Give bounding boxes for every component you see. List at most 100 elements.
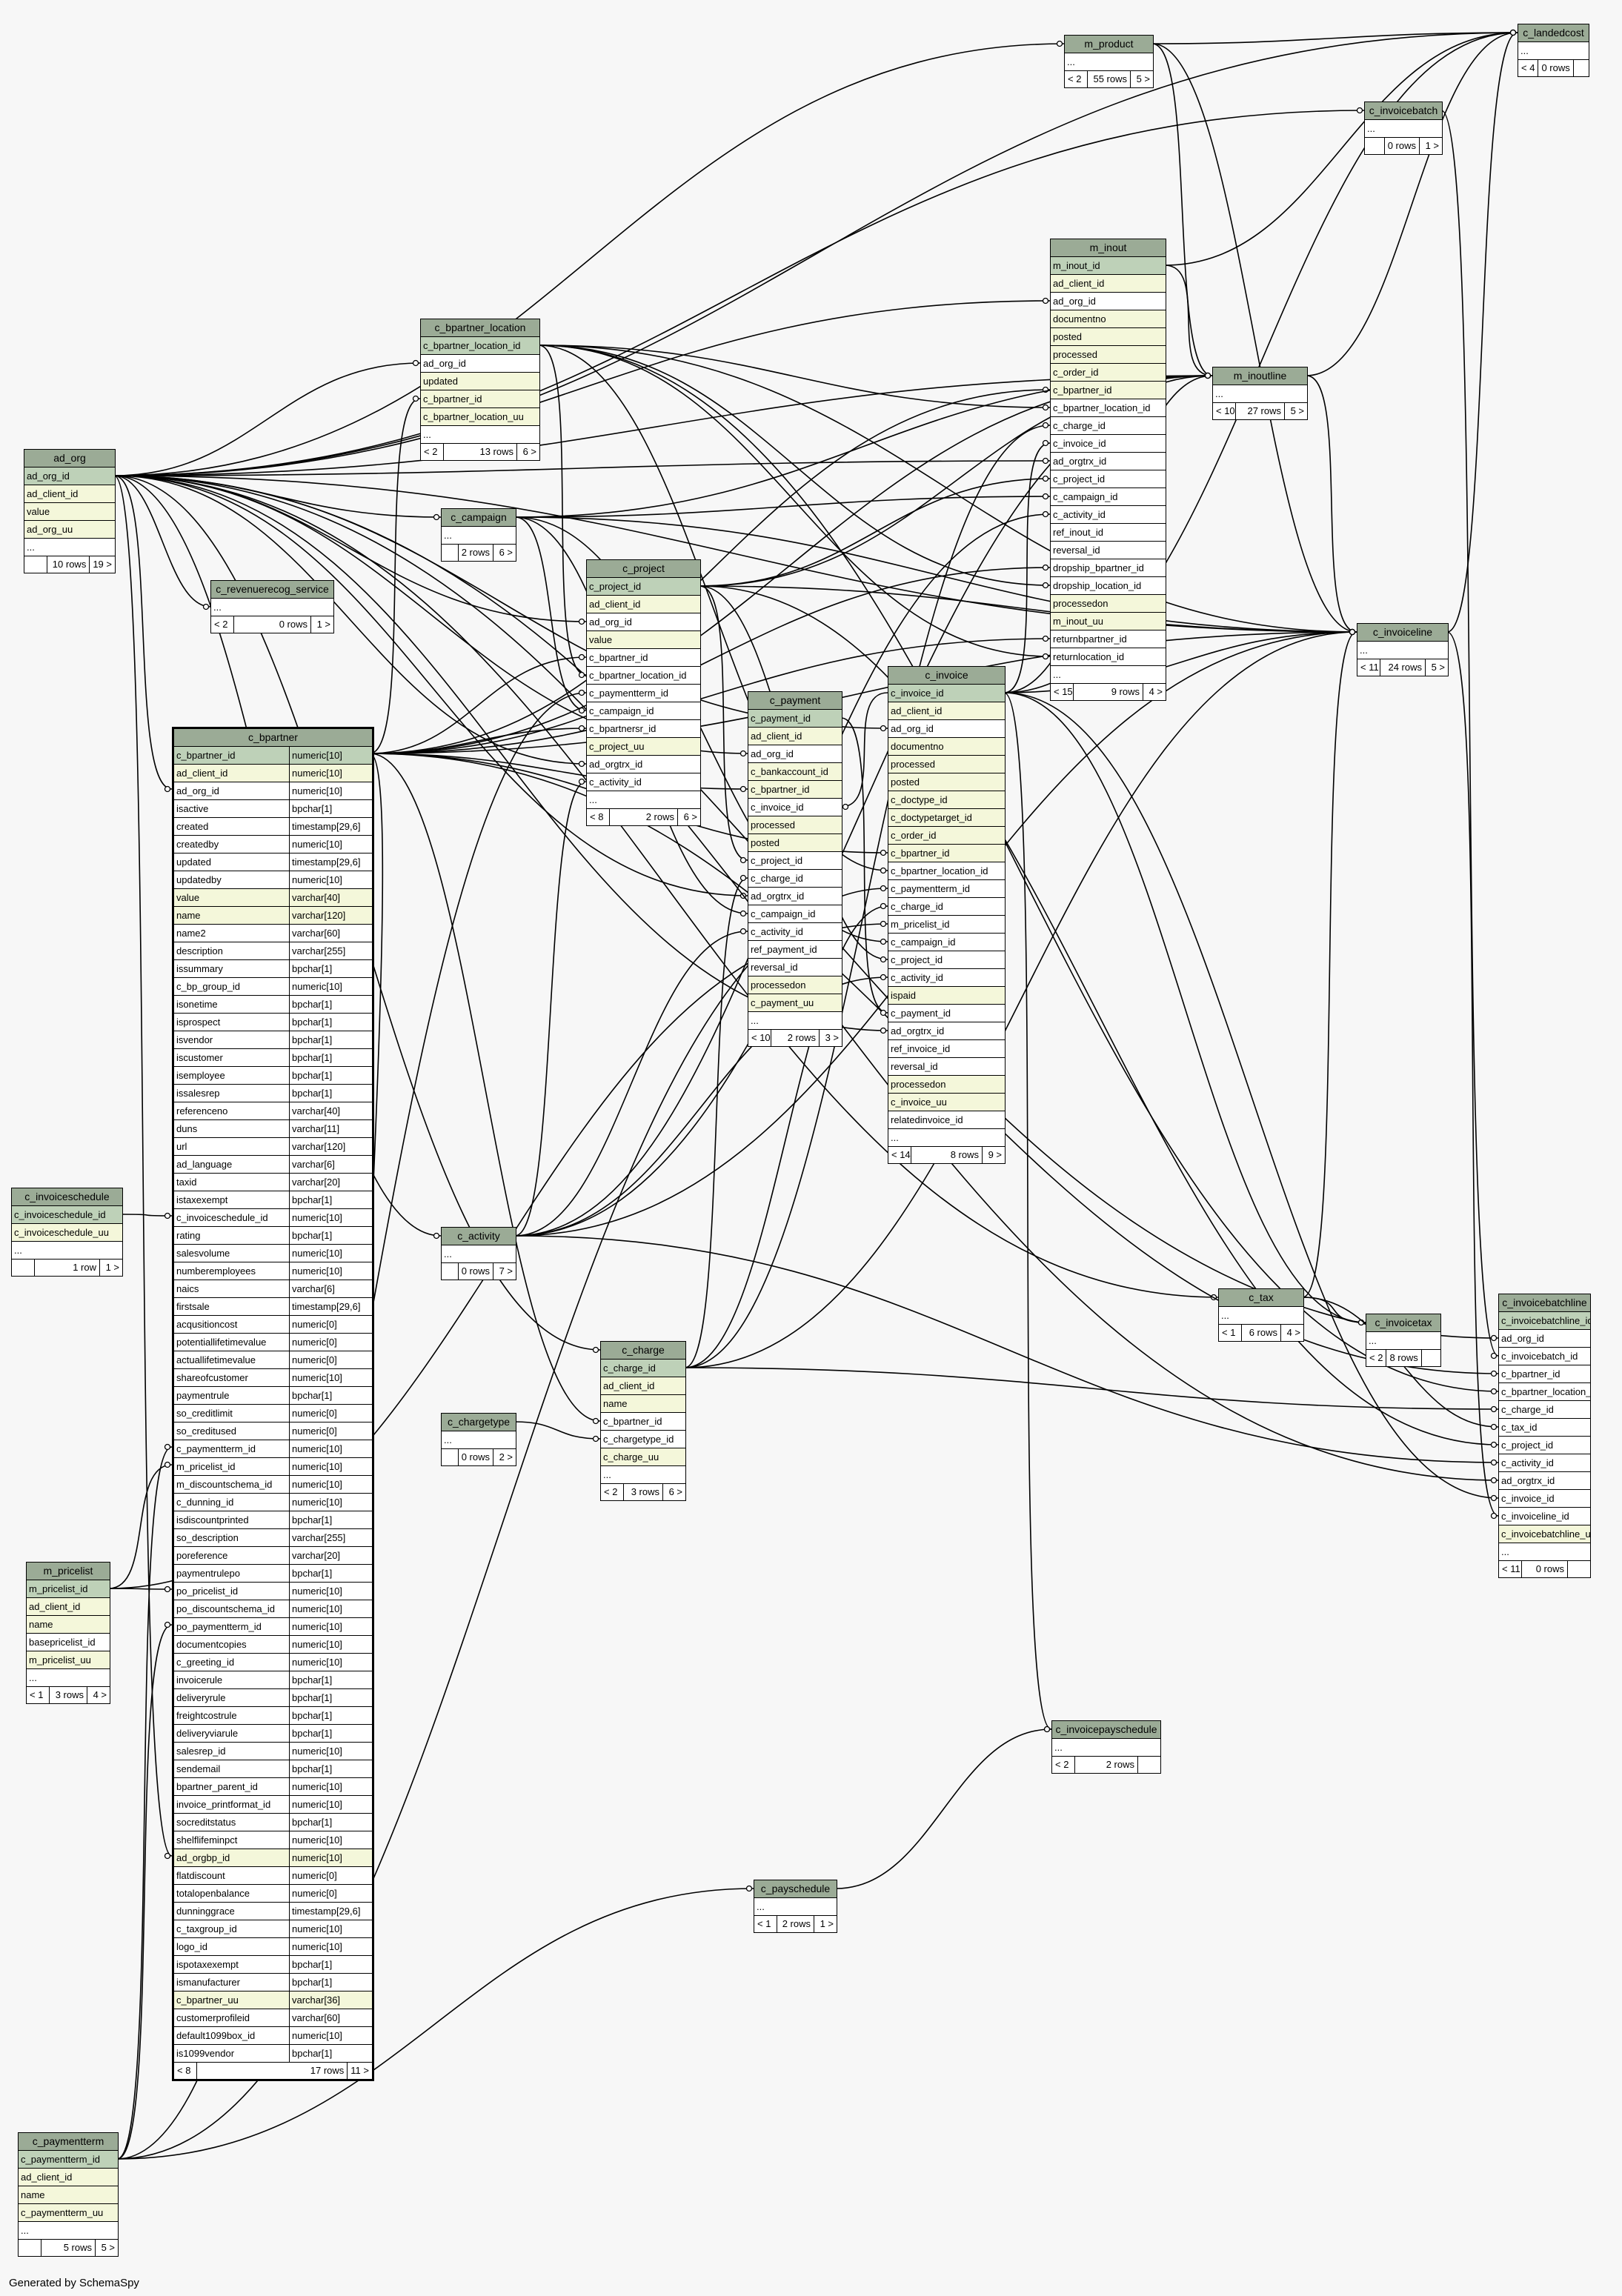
children-count[interactable]: 19 > — [93, 559, 112, 570]
children-count[interactable] — [1574, 60, 1596, 76]
parents-count[interactable]: < 1 — [1219, 1325, 1242, 1341]
parents-count[interactable]: < 15 — [1051, 684, 1074, 700]
row-count[interactable]: 2 rows — [610, 809, 678, 825]
parents-count[interactable] — [442, 545, 459, 561]
parents-count[interactable]: < 1 — [754, 1916, 777, 1932]
row-count[interactable]: 8 rows — [911, 1147, 983, 1163]
children-count[interactable]: 4 > — [1286, 1327, 1300, 1338]
row-count[interactable]: 3 rows — [50, 1687, 87, 1703]
row-count[interactable]: 17 rows — [197, 2063, 348, 2079]
row-count[interactable]: 8 rows — [1386, 1350, 1422, 1366]
parents-count[interactable]: < 2 — [601, 1484, 624, 1500]
parents-count[interactable]: < 2 — [421, 444, 444, 460]
children-count[interactable]: 7 > — [499, 1265, 513, 1277]
row-count[interactable]: 0 rows — [234, 616, 311, 633]
parents-count[interactable]: < 1 — [27, 1687, 50, 1703]
row-count[interactable]: 9 rows — [1074, 684, 1143, 700]
parents-count[interactable] — [12, 1260, 35, 1276]
row-count[interactable]: 27 rows — [1236, 403, 1285, 419]
parents-count[interactable]: < 11 — [1499, 1561, 1522, 1577]
row-count[interactable]: 0 rows — [459, 1263, 493, 1280]
row-count[interactable]: 0 rows — [1385, 138, 1420, 154]
children-count[interactable] — [1138, 1757, 1160, 1773]
children-count[interactable]: 1 > — [820, 1918, 834, 1929]
children-count[interactable] — [1568, 1561, 1590, 1577]
children-count[interactable]: 11 > — [350, 2065, 369, 2076]
children-count[interactable]: 4 > — [1149, 686, 1163, 697]
row-count[interactable]: 0 rows — [1522, 1561, 1568, 1577]
parents-count[interactable]: < 8 — [174, 2063, 197, 2079]
parents-count[interactable]: < 2 — [1052, 1757, 1075, 1773]
row-count[interactable]: 3 rows — [624, 1484, 663, 1500]
parents-count[interactable]: < 10 — [1213, 403, 1236, 419]
children-count[interactable]: 5 > — [1136, 73, 1150, 84]
children-count[interactable]: 1 > — [105, 1262, 119, 1273]
row-count[interactable]: 1 row — [35, 1260, 100, 1276]
row-count[interactable]: 0 rows — [459, 1449, 493, 1465]
children-count[interactable]: 2 > — [499, 1451, 513, 1463]
parents-count[interactable]: < 4 — [1518, 60, 1539, 76]
row-count[interactable]: 2 rows — [1075, 1757, 1138, 1773]
row-count[interactable]: 24 rows — [1380, 659, 1426, 676]
children-count[interactable]: 6 > — [522, 446, 536, 457]
children-count[interactable] — [1422, 1350, 1444, 1366]
row-count[interactable]: 5 rows — [41, 2240, 96, 2256]
parents-count[interactable]: < 8 — [587, 809, 610, 825]
children-count[interactable]: 9 > — [988, 1149, 1002, 1160]
parents-count[interactable] — [442, 1449, 459, 1465]
row-count[interactable]: 10 rows — [47, 556, 90, 573]
row-count[interactable]: 6 rows — [1242, 1325, 1281, 1341]
row-count[interactable]: 2 rows — [771, 1030, 820, 1046]
parents-count[interactable] — [24, 556, 47, 573]
row-count[interactable]: 2 rows — [777, 1916, 814, 1932]
parents-count[interactable]: < 2 — [1366, 1350, 1387, 1366]
children-count[interactable]: 4 > — [93, 1689, 107, 1700]
parents-count[interactable]: < 10 — [748, 1030, 771, 1046]
row-count[interactable]: 0 rows — [1538, 60, 1574, 76]
row-count[interactable]: 2 rows — [459, 545, 493, 561]
row-count[interactable]: 55 rows — [1088, 71, 1131, 87]
parents-count[interactable]: < 14 — [888, 1147, 911, 1163]
parents-count[interactable] — [442, 1263, 459, 1280]
children-count[interactable]: 5 > — [1431, 662, 1445, 673]
row-count[interactable]: 13 rows — [444, 444, 517, 460]
children-count[interactable]: 6 > — [668, 1486, 682, 1497]
children-count[interactable]: 5 > — [1290, 405, 1304, 416]
children-count[interactable]: 3 > — [825, 1032, 839, 1043]
parents-count[interactable]: < 2 — [211, 616, 234, 633]
parents-count[interactable] — [1365, 138, 1385, 154]
children-count[interactable]: 1 > — [316, 619, 330, 630]
children-count[interactable]: 6 > — [499, 547, 513, 558]
parents-count[interactable] — [19, 2240, 41, 2256]
children-count[interactable]: 5 > — [101, 2242, 115, 2253]
children-count[interactable]: 1 > — [1425, 140, 1439, 151]
children-count[interactable]: 6 > — [683, 811, 697, 822]
parents-count[interactable]: < 11 — [1357, 659, 1380, 676]
parents-count[interactable]: < 2 — [1065, 71, 1088, 87]
